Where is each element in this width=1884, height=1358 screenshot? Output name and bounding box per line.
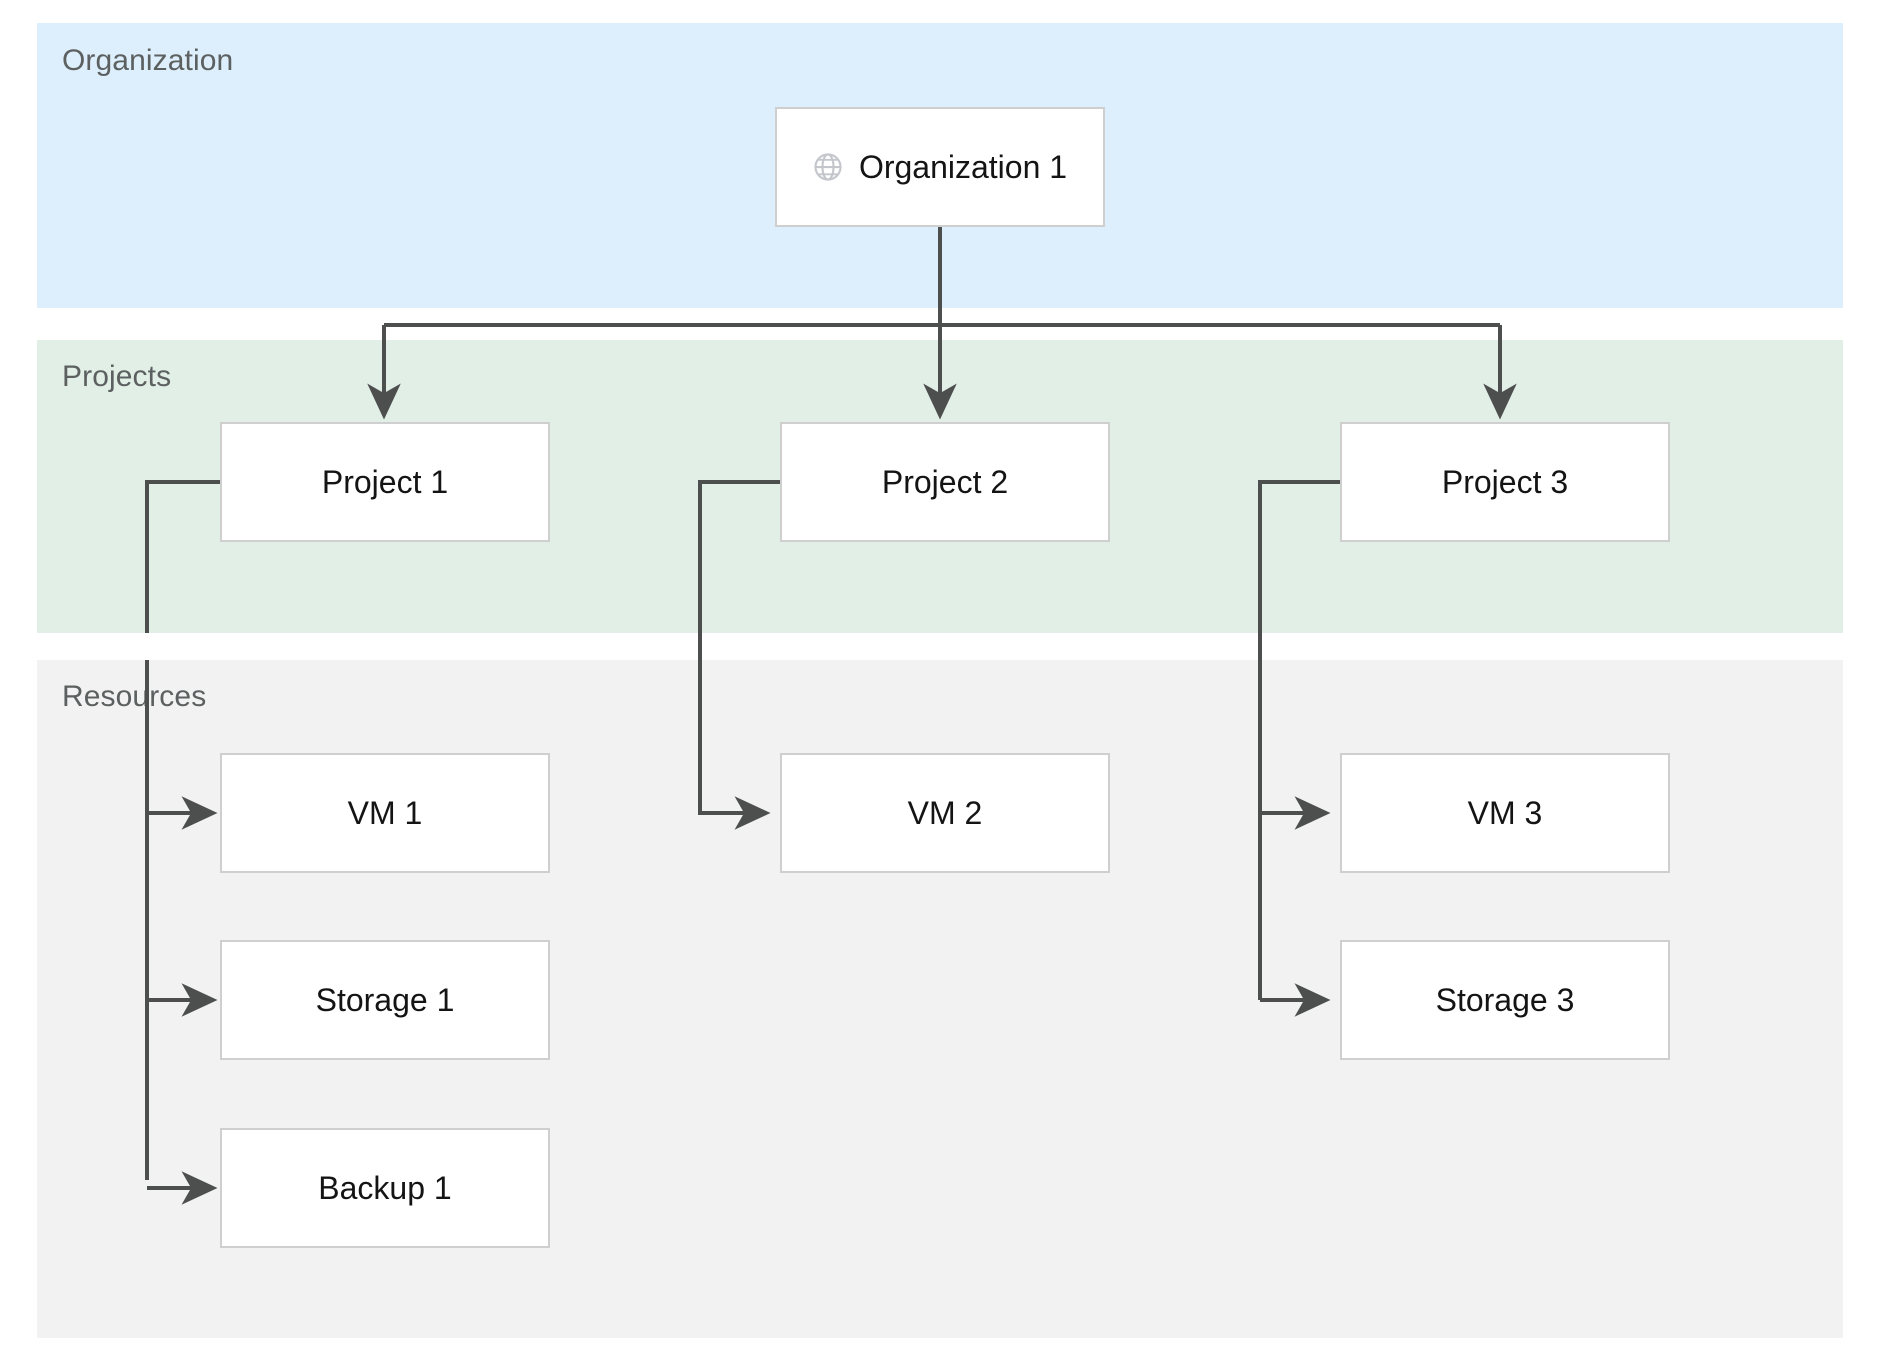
node-storage-3[interactable]: Storage 3 bbox=[1340, 940, 1670, 1060]
node-project-2[interactable]: Project 2 bbox=[780, 422, 1110, 542]
node-backup-1-label: Backup 1 bbox=[318, 1169, 452, 1206]
node-project-1-label: Project 1 bbox=[321, 463, 449, 500]
node-storage-1[interactable]: Storage 1 bbox=[220, 940, 550, 1060]
band-label-resources: Resources bbox=[62, 680, 207, 713]
node-vm-3[interactable]: VM 3 bbox=[1340, 753, 1670, 873]
node-organization-1[interactable]: Organization 1 bbox=[775, 107, 1105, 227]
node-vm-2[interactable]: VM 2 bbox=[780, 753, 1110, 873]
node-backup-1[interactable]: Backup 1 bbox=[220, 1128, 550, 1248]
node-storage-1-label: Storage 1 bbox=[315, 981, 455, 1018]
node-vm-1-label: VM 1 bbox=[347, 794, 423, 831]
node-vm-2-label: VM 2 bbox=[907, 794, 983, 831]
node-vm-1[interactable]: VM 1 bbox=[220, 753, 550, 873]
node-project-3-label: Project 3 bbox=[1441, 463, 1569, 500]
band-label-projects: Projects bbox=[62, 360, 172, 393]
band-label-organization: Organization bbox=[62, 44, 234, 77]
globe-icon bbox=[813, 152, 843, 182]
node-organization-1-label: Organization 1 bbox=[858, 148, 1068, 185]
node-vm-3-label: VM 3 bbox=[1467, 794, 1543, 831]
node-project-2-label: Project 2 bbox=[881, 463, 1009, 500]
node-project-3[interactable]: Project 3 bbox=[1340, 422, 1670, 542]
node-project-1[interactable]: Project 1 bbox=[220, 422, 550, 542]
node-storage-3-label: Storage 3 bbox=[1435, 981, 1575, 1018]
